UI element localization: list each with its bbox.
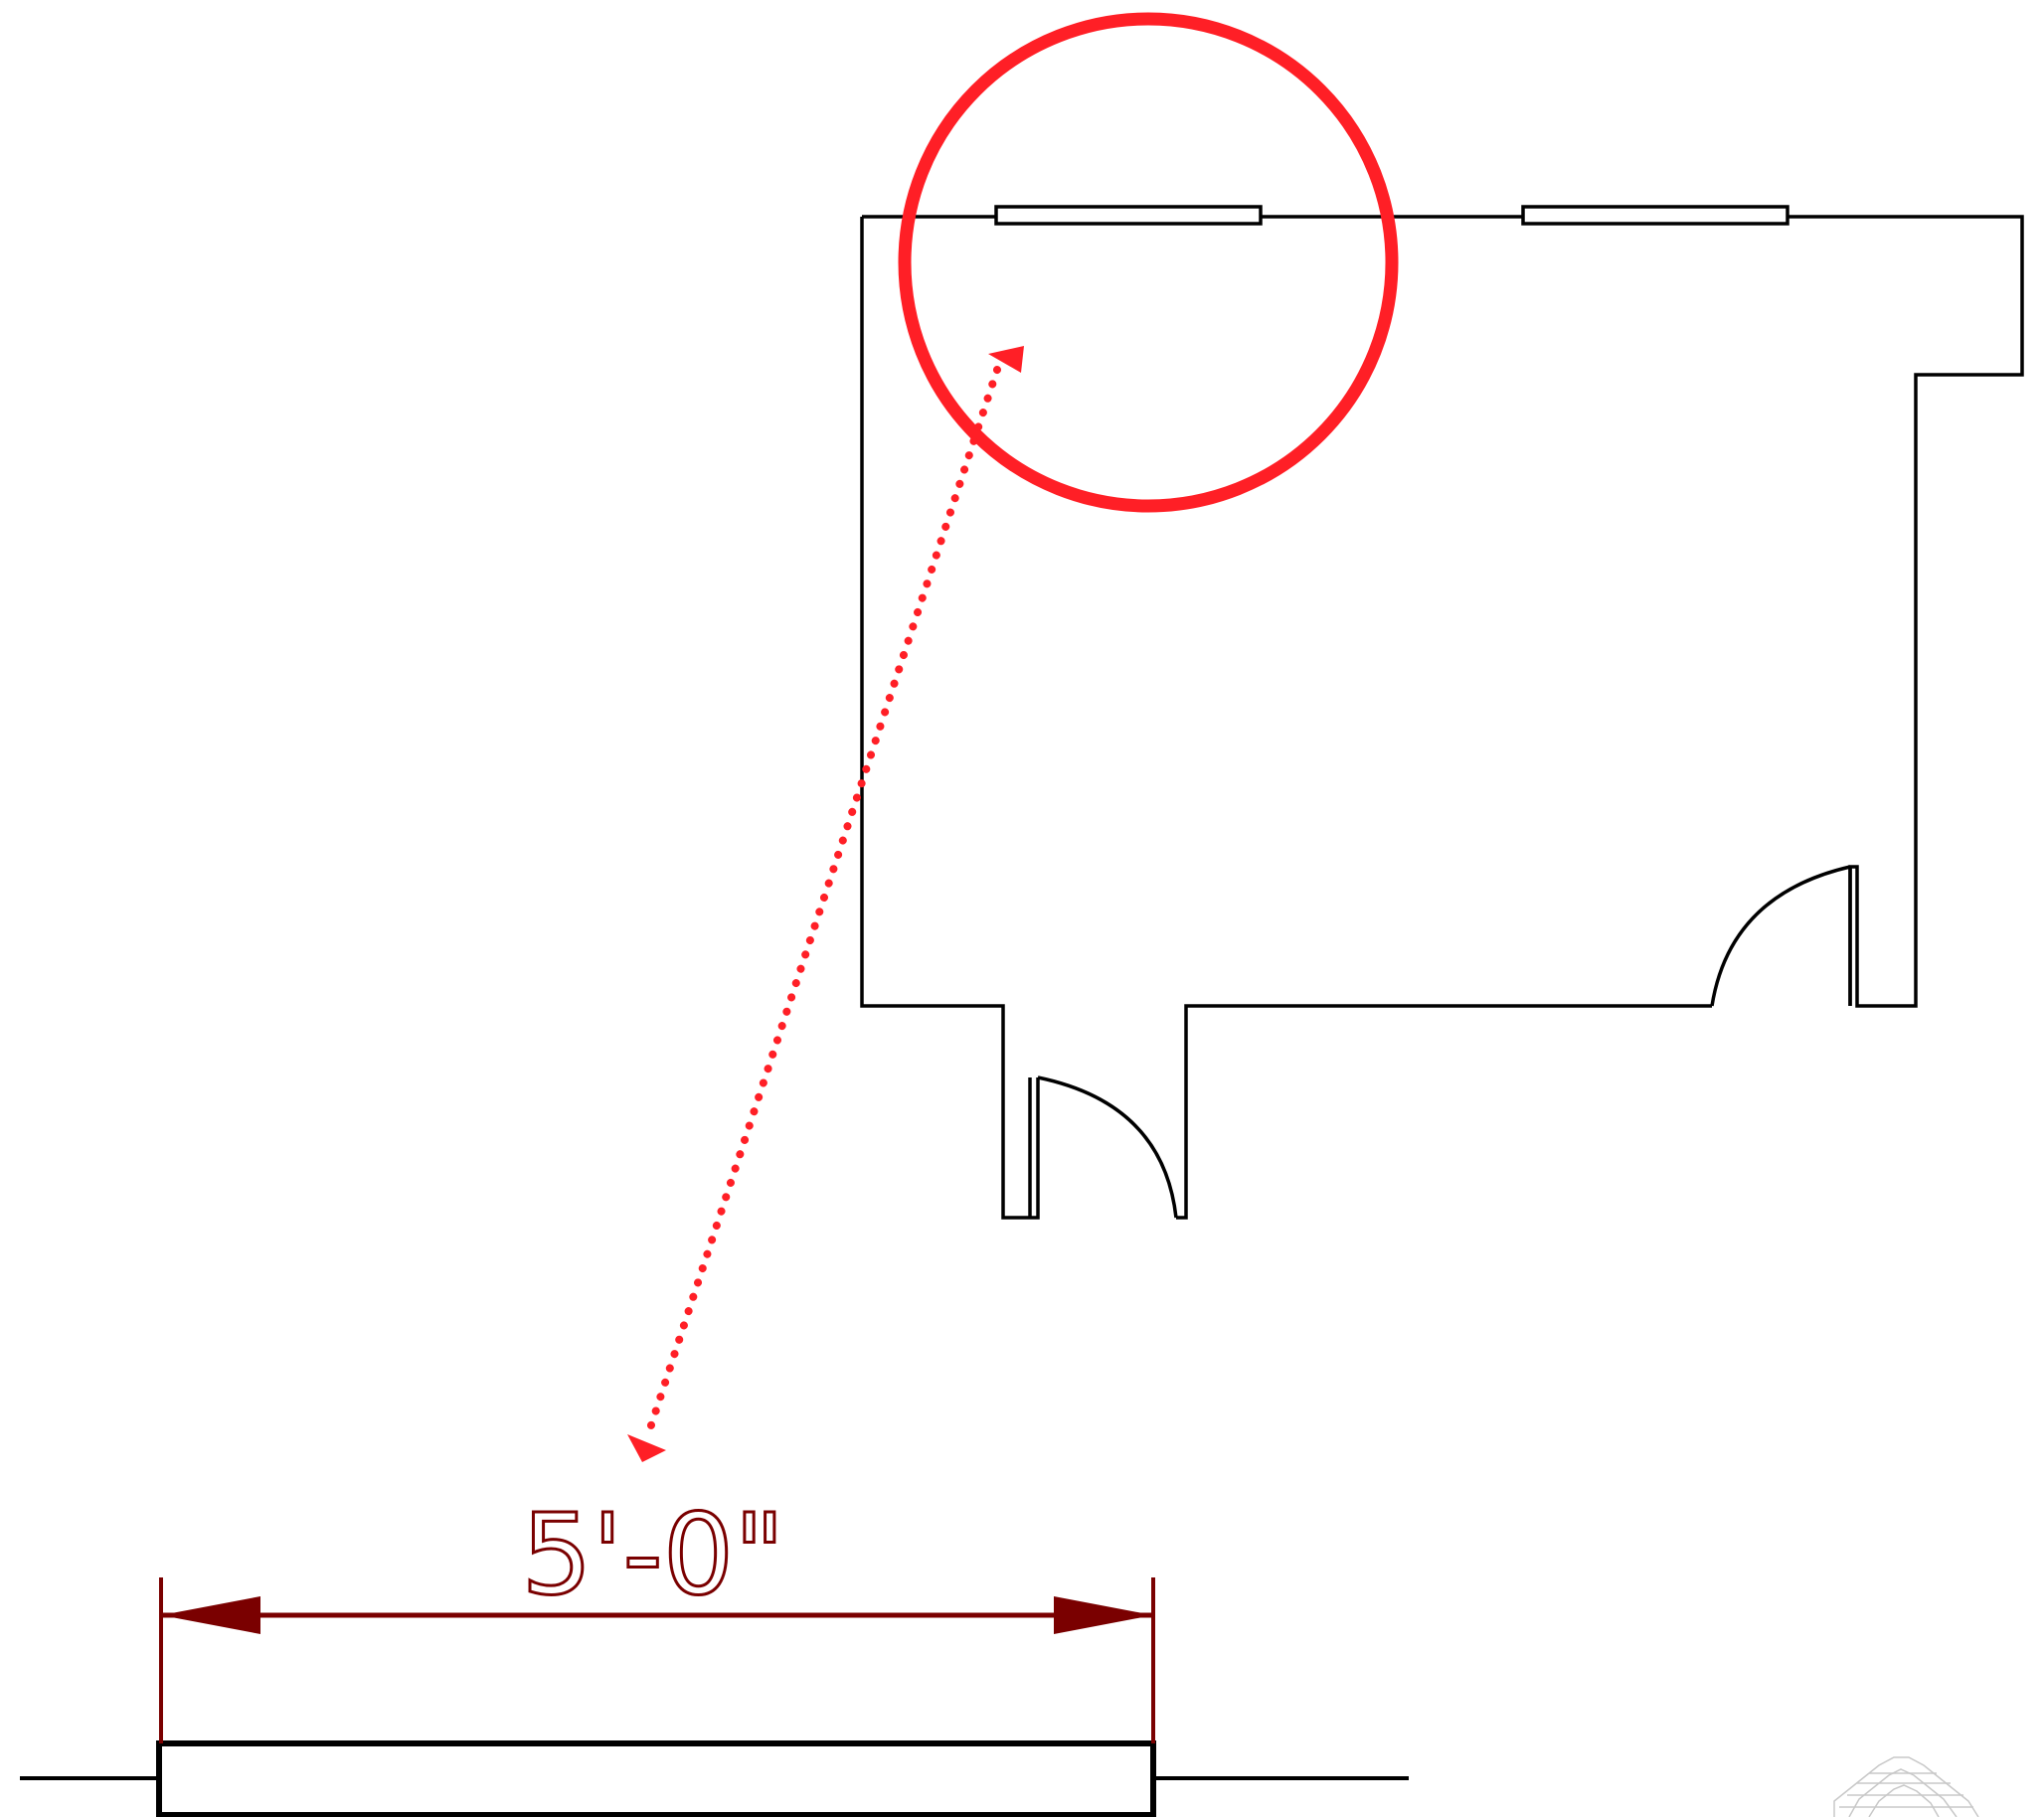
window-detail — [20, 1740, 1409, 1817]
arrowhead-icon — [1054, 1596, 1153, 1634]
window-icon — [1521, 205, 1789, 226]
dimension-label: 5'-0" — [521, 1491, 784, 1620]
watermark-logo — [1833, 1756, 1979, 1817]
dimension-annotation: 5'-0" — [159, 1490, 1155, 1743]
door-swing-icon — [1037, 1075, 1178, 1219]
door-swing-icon — [1710, 865, 1851, 1007]
window-icon — [994, 205, 1263, 226]
arrowhead-icon — [627, 1434, 666, 1462]
floor-plan — [860, 215, 2024, 1220]
detail-window — [156, 1740, 1156, 1817]
dotted-connector — [644, 366, 1001, 1438]
highlight-circle — [898, 12, 1399, 513]
arrowhead-icon — [988, 346, 1024, 373]
arrowhead-icon — [161, 1596, 260, 1634]
wall-outline — [860, 215, 2024, 1220]
